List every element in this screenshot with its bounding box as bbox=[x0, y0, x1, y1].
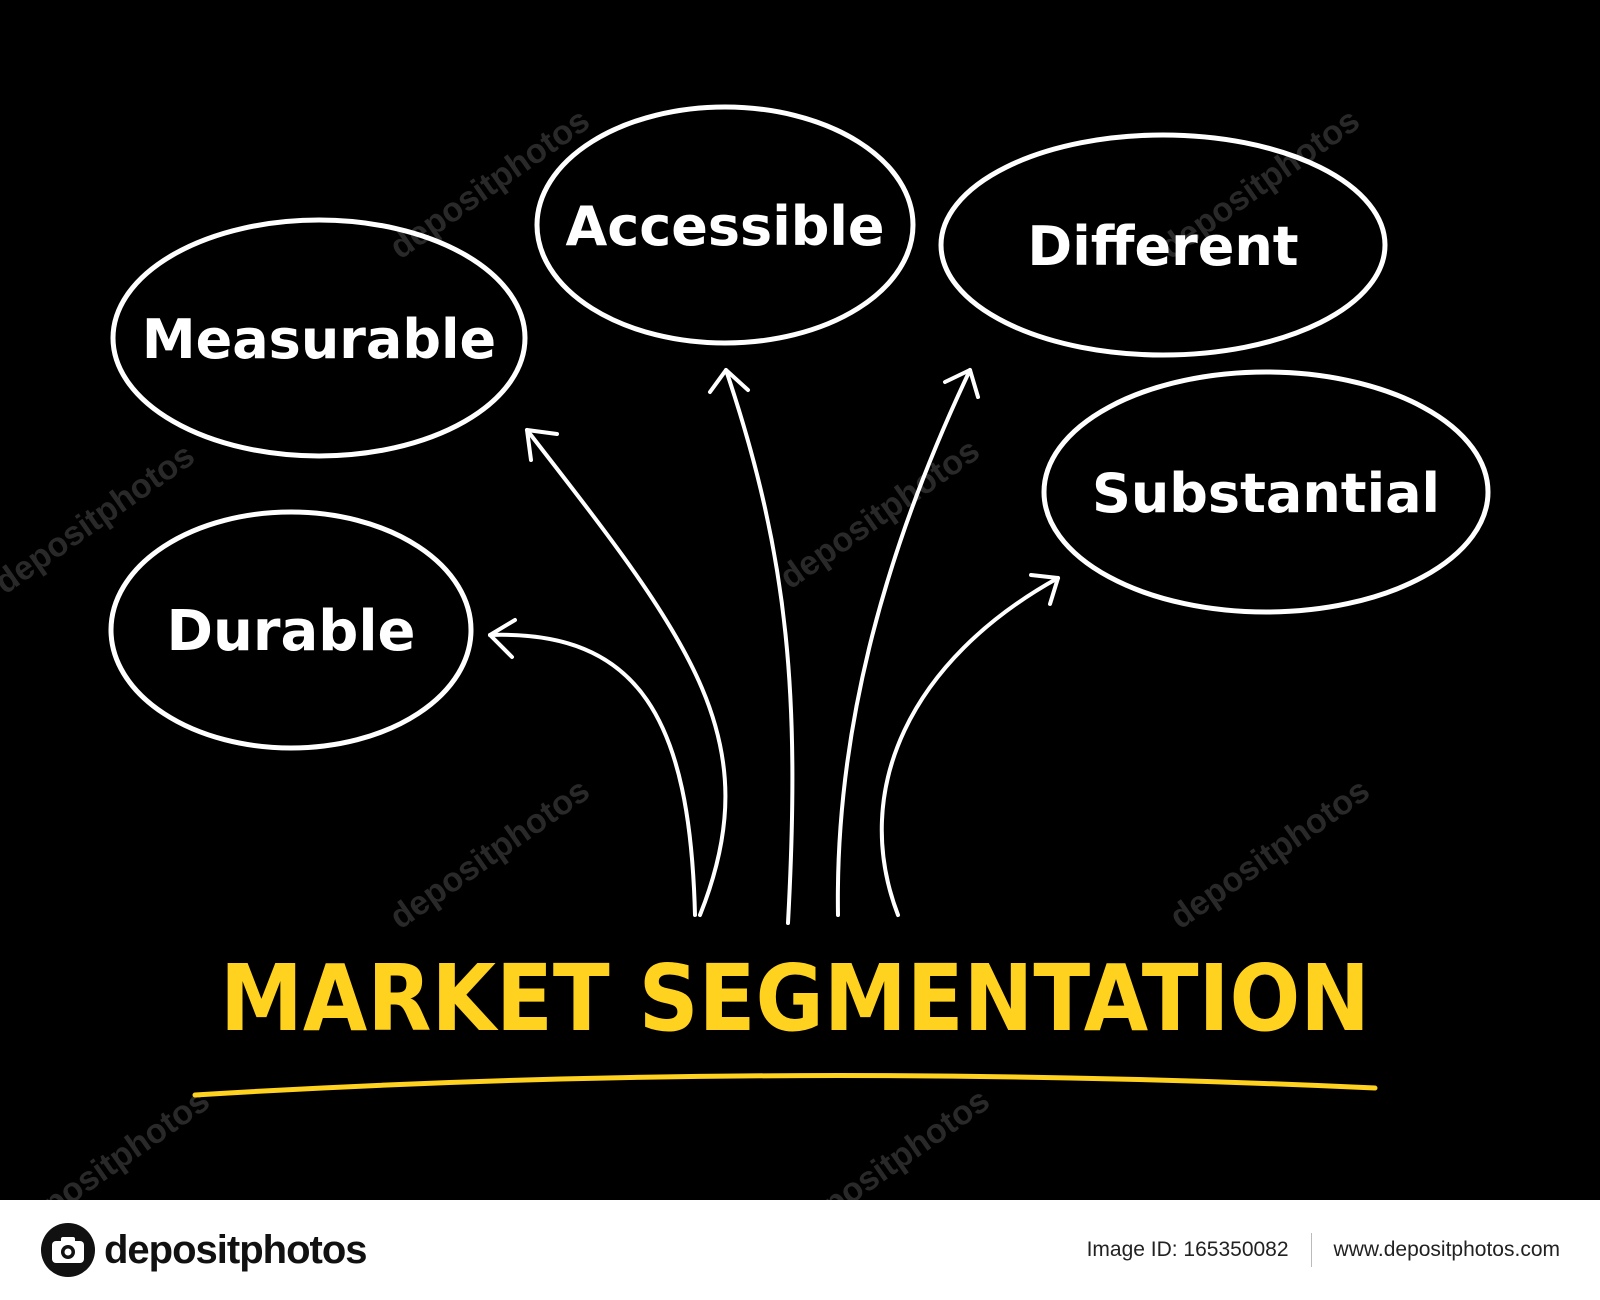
node-label-measurable: Measurable bbox=[142, 308, 496, 371]
arrow-to-durable bbox=[488, 618, 697, 917]
node-different: Different bbox=[938, 132, 1388, 358]
camera-icon bbox=[41, 1223, 95, 1277]
arrow-to-measurable bbox=[525, 428, 728, 917]
node-substantial: Substantial bbox=[1041, 369, 1491, 615]
stock-footer-bar: depositphotos Image ID: 165350082 www.de… bbox=[0, 1200, 1600, 1300]
site-url-link[interactable]: www.depositphotos.com bbox=[1333, 1238, 1560, 1261]
footer-brand-name: depositphotos bbox=[104, 1227, 368, 1272]
footer-divider bbox=[1310, 1233, 1312, 1267]
arrow-to-accessible bbox=[708, 368, 795, 925]
node-ellipse bbox=[938, 132, 1388, 358]
node-measurable: Measurable bbox=[110, 217, 528, 459]
image-id-text: Image ID: 165350082 bbox=[1086, 1238, 1289, 1261]
node-label-different: Different bbox=[1027, 215, 1298, 278]
arrow-to-different bbox=[835, 368, 980, 917]
central-topic: MARKET SEGMENTATION bbox=[192, 945, 1378, 1098]
node-ellipse bbox=[1041, 369, 1491, 615]
node-label-accessible: Accessible bbox=[565, 195, 884, 258]
arrow-to-substantial bbox=[879, 573, 1060, 917]
footer-logo[interactable]: depositphotos bbox=[40, 1222, 368, 1278]
node-accessible: Accessible bbox=[534, 104, 916, 346]
node-label-substantial: Substantial bbox=[1092, 462, 1440, 525]
mind-map-diagram: depositphotos depositphotos depositphoto… bbox=[0, 0, 1600, 1200]
node-ellipse bbox=[534, 104, 916, 346]
node-label-durable: Durable bbox=[166, 599, 415, 664]
footer-info: Image ID: 165350082 www.depositphotos.co… bbox=[1087, 1233, 1560, 1267]
title-underline bbox=[192, 1073, 1378, 1098]
diagram-background bbox=[0, 0, 1600, 1200]
node-ellipse bbox=[108, 509, 474, 751]
node-ellipse bbox=[110, 217, 528, 459]
node-durable: Durable bbox=[108, 509, 474, 751]
central-topic-title: MARKET SEGMENTATION bbox=[220, 945, 1370, 1052]
